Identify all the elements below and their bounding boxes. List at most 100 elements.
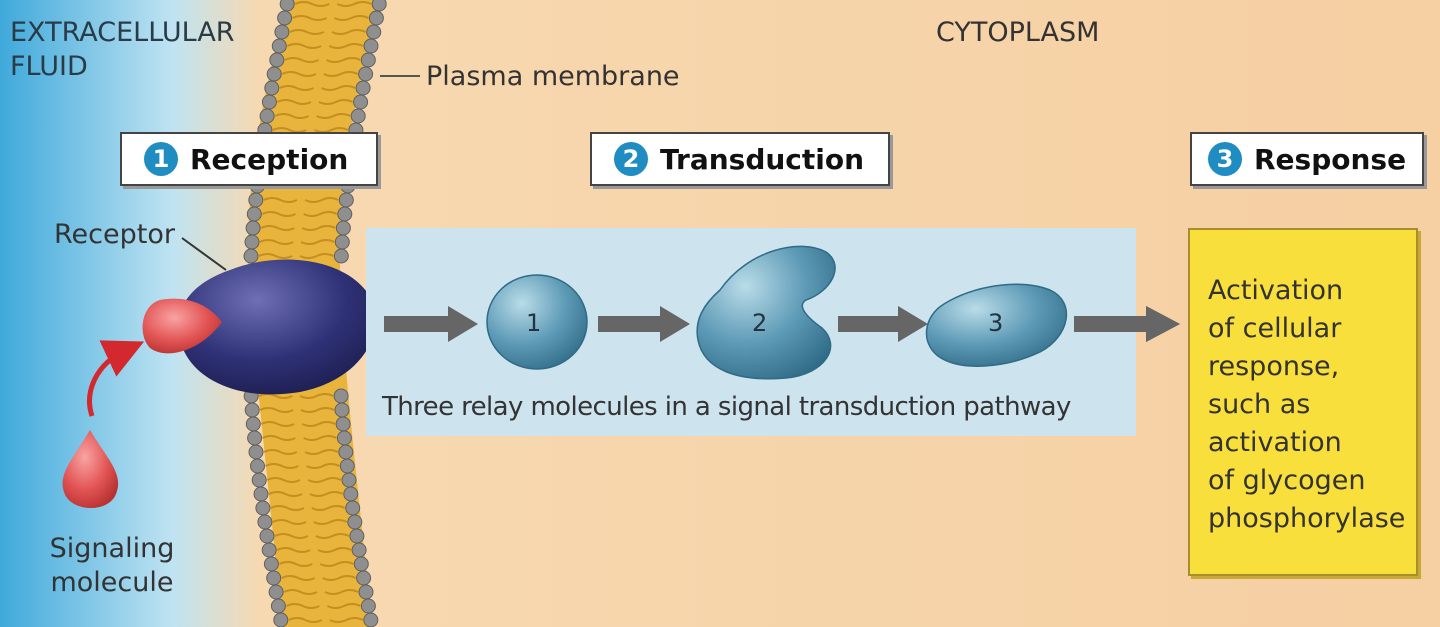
signaling-molecule — [62, 430, 119, 509]
phospholipid-tail — [292, 15, 328, 21]
phospholipid-tail — [261, 211, 296, 217]
relay-molecule-2 — [696, 245, 836, 380]
stage-title-response: Response — [1254, 142, 1407, 176]
phospholipid-tail — [299, 393, 334, 399]
phospholipid-tail — [260, 225, 295, 231]
phospholipid-tail — [303, 211, 338, 217]
phospholipid-tail — [285, 603, 320, 609]
phospholipid-head — [371, 0, 387, 12]
phospholipid-head — [360, 52, 376, 68]
response-box — [1188, 228, 1418, 576]
phospholipid-head — [366, 24, 382, 40]
phospholipid-tail — [278, 561, 313, 567]
phospholipid-tail — [272, 127, 307, 133]
phospholipid-tail — [318, 99, 354, 105]
phospholipid-tail — [301, 225, 336, 231]
stage-number-1: 1 — [144, 142, 178, 176]
phospholipid-tail — [309, 491, 344, 497]
phospholipid-tail — [258, 393, 293, 399]
stage-reception: 1 Reception — [120, 132, 378, 186]
phospholipid-tail — [313, 519, 348, 525]
receptor-label: Receptor — [54, 219, 175, 250]
phospholipid-tail — [288, 617, 323, 623]
phospholipid-tail — [265, 463, 299, 469]
phospholipid-tail — [317, 547, 352, 553]
phospholipid-tail — [270, 505, 305, 511]
stage-number-2: 2 — [614, 142, 648, 176]
stage-response: 3 Response — [1190, 132, 1424, 186]
phospholipid-tail — [328, 43, 364, 49]
phospholipid-head — [363, 38, 379, 54]
phospholipid-tail — [281, 575, 316, 581]
phospholipid-tail — [307, 477, 342, 483]
stage-title-transduction: Transduction — [660, 142, 865, 176]
phospholipid-tail — [262, 435, 296, 441]
phospholipid-tail — [274, 533, 309, 539]
relay-number-1: 1 — [526, 309, 542, 337]
phospholipid-tail — [314, 127, 349, 133]
phospholipid-head — [277, 10, 293, 26]
phospholipid-tail — [326, 57, 361, 63]
bound-signal-molecule — [142, 298, 222, 354]
phospholipid-tail — [276, 99, 312, 105]
cytoplasm-label: CYTOPLASM — [936, 17, 1100, 48]
phospholipid-tail — [284, 57, 320, 63]
phospholipid-tail — [286, 43, 322, 49]
phospholipid-tail — [258, 253, 293, 259]
phospholipid-tail — [333, 15, 369, 21]
phospholipid-head — [368, 10, 384, 26]
phospholipid-tail — [304, 197, 339, 203]
relay-molecule-1 — [486, 274, 588, 370]
phospholipid-tail — [323, 71, 359, 77]
phospholipid-tail — [279, 85, 314, 91]
stage-number-3: 3 — [1208, 142, 1242, 176]
phospholipid-tail — [304, 449, 339, 455]
phospholipid-tail — [301, 421, 336, 427]
phospholipid-head — [273, 612, 289, 627]
phospholipid-tail — [331, 29, 367, 35]
phospholipid-head — [333, 248, 349, 264]
phospholipid-tail — [315, 533, 350, 539]
phospholipid-tail — [283, 589, 318, 595]
phospholipid-tail — [322, 575, 357, 581]
stage-transduction: 2 Transduction — [590, 132, 890, 186]
phospholipid-tail — [266, 477, 301, 483]
phospholipid-tail — [260, 421, 295, 427]
relay-molecule-3 — [925, 283, 1068, 367]
response-text: Activation of cellular response, such as… — [1208, 275, 1406, 534]
phospholipid-tail — [263, 449, 298, 455]
phospholipid-tail — [316, 113, 351, 119]
relay-caption: Three relay molecules in a signal transd… — [382, 392, 1071, 422]
phospholipid-tail — [263, 197, 298, 203]
phospholipid-tail — [259, 239, 294, 245]
phospholipid-tail — [319, 561, 354, 567]
plasma-membrane-label: Plasma membrane — [426, 61, 680, 92]
phospholipid-tail — [311, 505, 346, 511]
phospholipid-tail — [326, 603, 361, 609]
phospholipid-tail — [289, 29, 325, 35]
phospholipid-tail — [300, 239, 335, 245]
receptor-pointer — [181, 237, 227, 271]
receptor — [178, 259, 376, 395]
phospholipid-head — [243, 248, 259, 264]
signal-binding-arrow — [87, 340, 145, 417]
phospholipid-tail — [321, 85, 356, 91]
phospholipid-tail — [306, 463, 340, 469]
phospholipid-tail — [329, 617, 364, 623]
relay-number-2: 2 — [752, 309, 768, 337]
phospholipid-tail — [274, 113, 310, 119]
signaling-molecule-label: Signaling molecule — [49, 533, 175, 598]
phospholipid-tail — [294, 1, 330, 7]
phospholipid-tail — [268, 491, 303, 497]
phospholipid-tail — [299, 253, 334, 259]
stage-title-reception: Reception — [190, 142, 349, 176]
phospholipid-tail — [276, 547, 311, 553]
relay-number-3: 3 — [988, 309, 1004, 337]
phospholipid-tail — [300, 407, 335, 413]
phospholipid-tail — [272, 519, 307, 525]
extracellular-fluid-label: EXTRACELLULAR FLUID — [10, 17, 235, 82]
phospholipid-tail — [303, 435, 337, 441]
phospholipid-head — [363, 612, 379, 627]
phospholipid-tail — [336, 1, 372, 7]
